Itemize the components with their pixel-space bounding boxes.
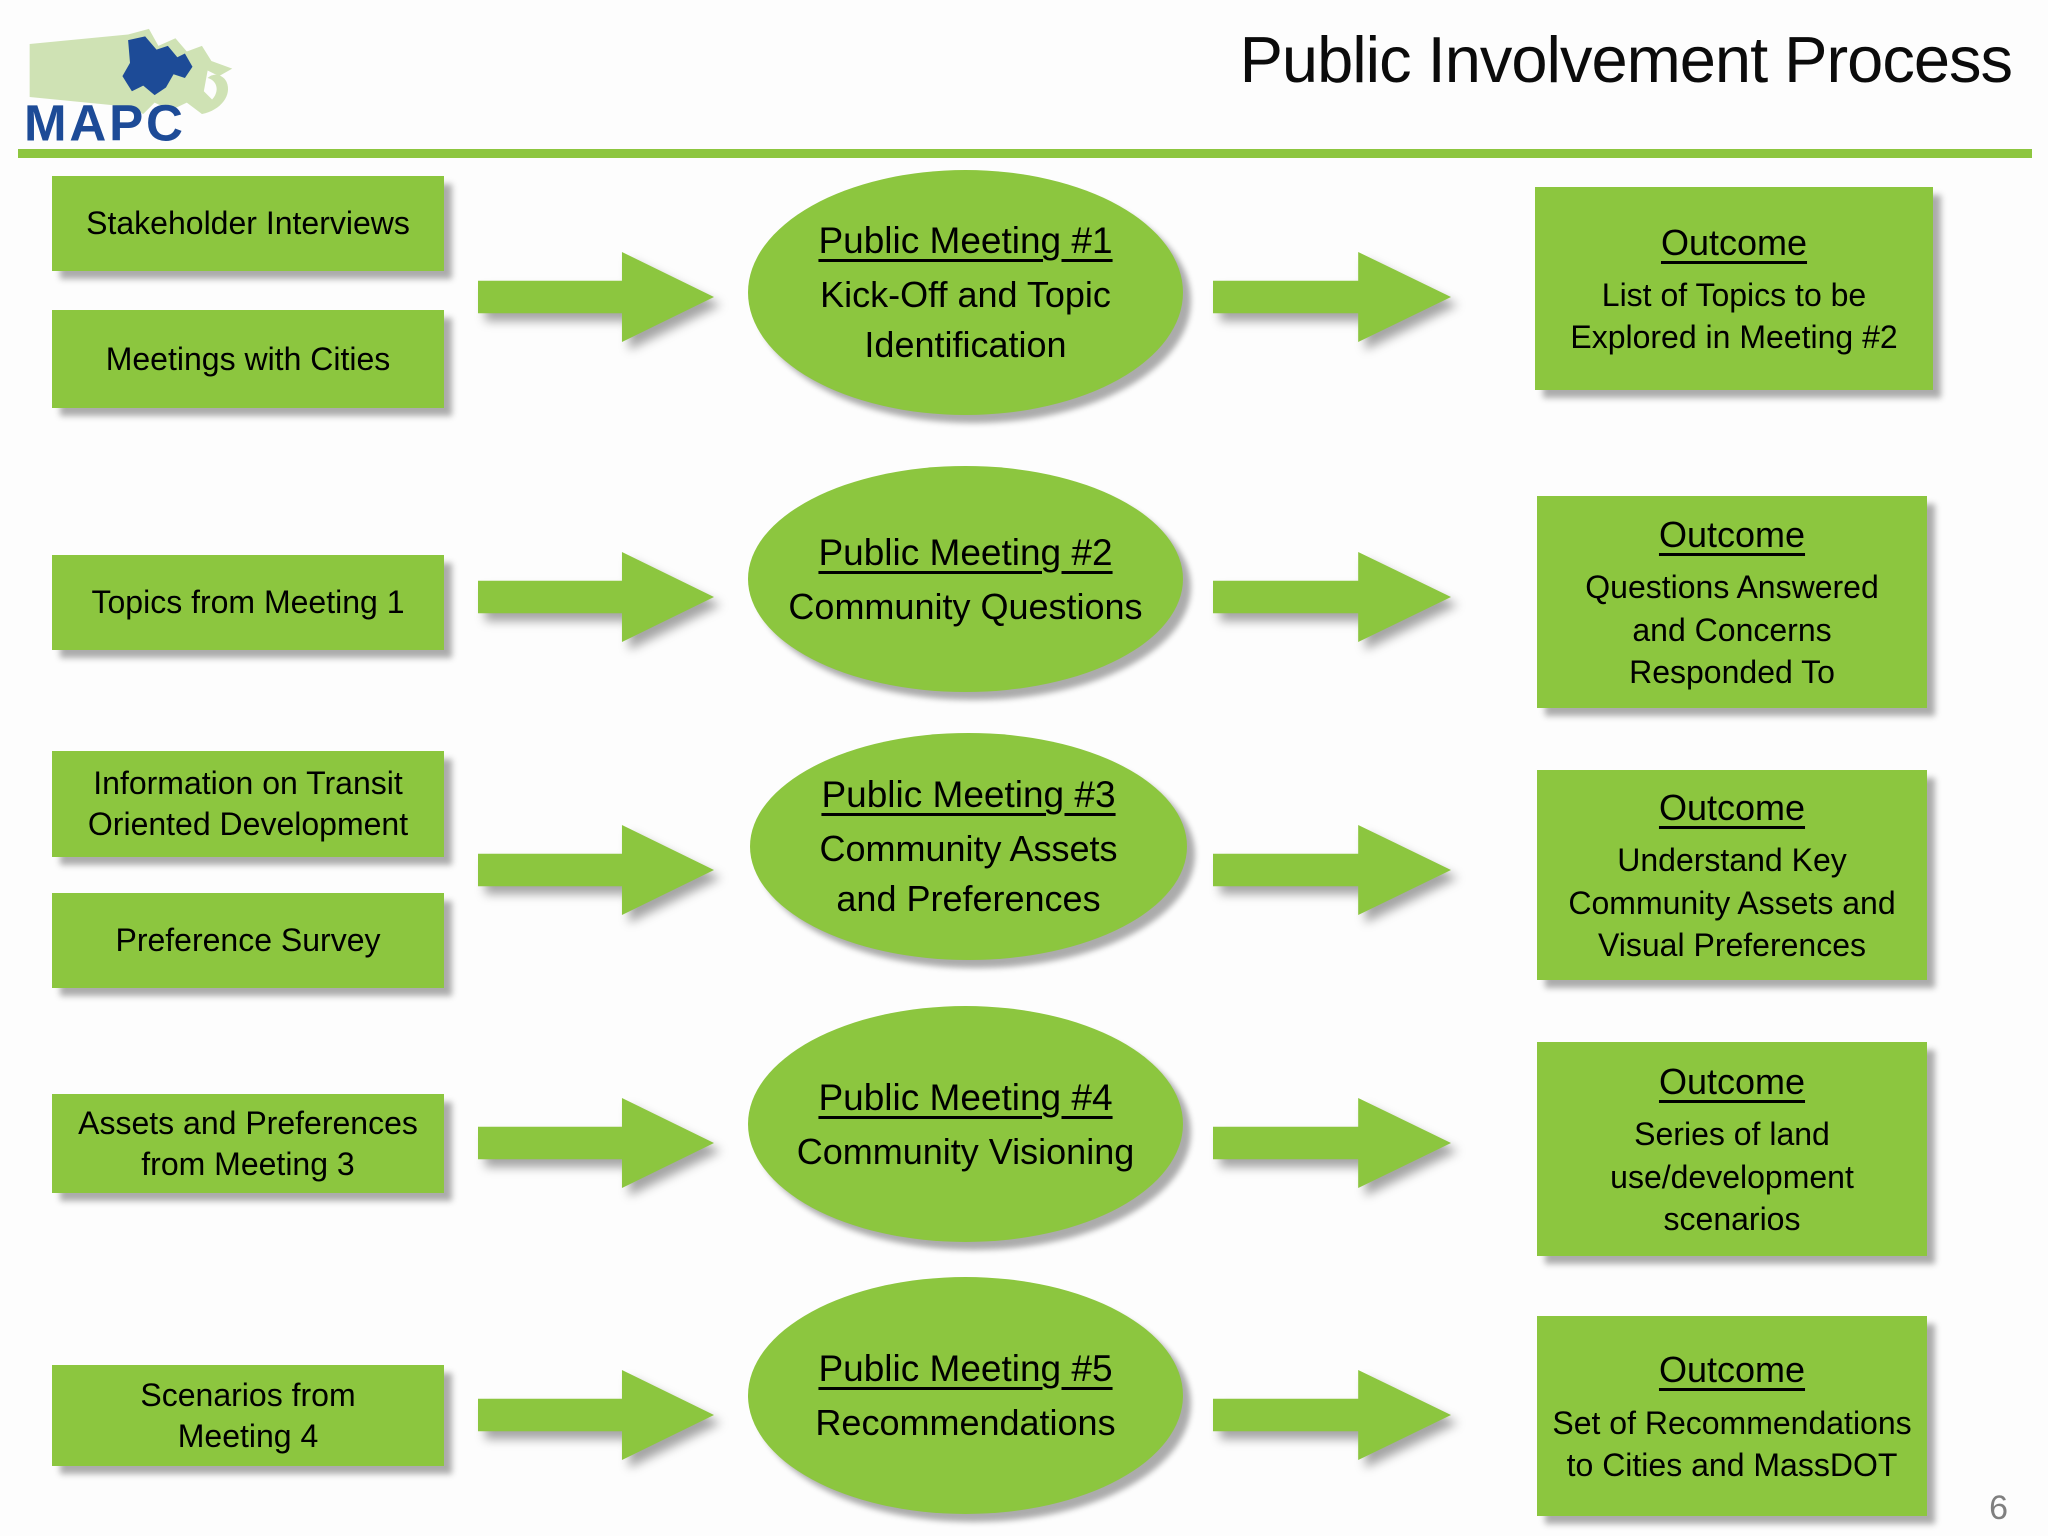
input-box: Meetings with Cities — [52, 310, 444, 408]
meeting-line: Recommendations — [815, 1402, 1116, 1444]
meeting-ellipse: Public Meeting #2 Community Questions — [748, 466, 1183, 692]
outcome-title: Outcome — [1658, 786, 1806, 828]
meeting-title: Public Meeting #4 — [818, 1076, 1113, 1118]
outcome-box: Outcome Set of Recommendations to Cities… — [1537, 1316, 1927, 1516]
meeting-line: Kick-Off and Topic — [820, 274, 1111, 316]
input-box: Topics from Meeting 1 — [52, 555, 444, 650]
outcome-line: Series of land — [1634, 1116, 1830, 1153]
flow-arrow-icon — [1213, 1098, 1451, 1188]
flow-arrow-icon — [1213, 552, 1451, 642]
input-box: Scenarios from Meeting 4 — [52, 1365, 444, 1466]
meeting-title: Public Meeting #2 — [818, 531, 1113, 573]
outcome-title: Outcome — [1658, 513, 1806, 555]
meeting-title: Public Meeting #5 — [818, 1348, 1113, 1390]
input-line: Oriented Development — [87, 806, 409, 842]
meeting-ellipse: Public Meeting #1 Kick-Off and Topic Ide… — [748, 170, 1183, 415]
outcome-line: and Concerns — [1632, 611, 1832, 648]
outcome-box: Outcome Questions Answered and Concerns … — [1537, 496, 1927, 708]
input-box: Preference Survey — [52, 893, 444, 988]
outcome-title: Outcome — [1658, 1349, 1806, 1390]
flow-arrow-icon — [1213, 1370, 1451, 1460]
input-line: Stakeholder Interviews — [86, 205, 410, 242]
outcome-box: Outcome Series of land use/development s… — [1537, 1042, 1927, 1256]
outcome-line: Questions Answered — [1585, 569, 1879, 606]
input-line: Scenarios from — [140, 1376, 356, 1413]
flow-arrow-icon — [478, 825, 714, 915]
meeting-title: Public Meeting #3 — [821, 774, 1116, 816]
page-title: Public Involvement Process — [1239, 23, 2013, 96]
flow-arrow-icon — [1213, 252, 1451, 342]
input-box: Stakeholder Interviews — [52, 176, 444, 271]
flow-arrow-icon — [478, 1098, 714, 1188]
outcome-line: Responded To — [1629, 653, 1835, 690]
meeting-line: and Preferences — [836, 878, 1101, 920]
outcome-line: to Cities and MassDOT — [1566, 1446, 1898, 1483]
outcome-line: Set of Recommendations — [1552, 1404, 1912, 1441]
meeting-line: Identification — [864, 324, 1067, 366]
meeting-ellipse: Public Meeting #3 Community Assets and P… — [750, 733, 1187, 960]
flow-arrow-icon — [478, 252, 714, 342]
page-number: 6 — [1989, 1489, 2008, 1527]
input-line: Meeting 4 — [177, 1417, 319, 1454]
meeting-ellipse: Public Meeting #4 Community Visioning — [748, 1006, 1183, 1242]
outcome-title: Outcome — [1658, 1060, 1806, 1102]
outcome-line: use/development — [1610, 1158, 1854, 1195]
outcome-title: Outcome — [1660, 221, 1808, 263]
meeting-line: Community Visioning — [796, 1130, 1135, 1172]
meeting-line: Community Assets — [819, 828, 1118, 870]
input-line: from Meeting 3 — [141, 1145, 355, 1182]
outcome-line: Visual Preferences — [1598, 926, 1866, 963]
outcome-line: scenarios — [1663, 1200, 1801, 1237]
input-box: Assets and Preferences from Meeting 3 — [52, 1094, 444, 1193]
input-line: Preference Survey — [115, 922, 381, 959]
outcome-line: Community Assets and — [1568, 884, 1896, 921]
input-line: Information on Transit — [93, 765, 403, 802]
flow-arrow-icon — [478, 1370, 714, 1460]
input-box: Information on Transit Oriented Developm… — [52, 751, 444, 857]
outcome-line: List of Topics to be — [1601, 277, 1867, 314]
input-line: Topics from Meeting 1 — [91, 584, 405, 621]
meeting-line: Community Questions — [788, 585, 1143, 627]
flow-arrow-icon — [478, 552, 714, 642]
header-divider — [18, 149, 2032, 158]
flow-arrow-icon — [1213, 825, 1451, 915]
outcome-line: Explored in Meeting #2 — [1570, 319, 1898, 356]
input-line: Assets and Preferences — [78, 1104, 418, 1141]
meeting-title: Public Meeting #1 — [818, 220, 1113, 262]
outcome-box: Outcome List of Topics to be Explored in… — [1535, 187, 1933, 390]
input-line: Meetings with Cities — [105, 340, 391, 377]
logo-wordmark: MAPC — [24, 95, 186, 150]
outcome-line: Understand Key — [1617, 842, 1847, 879]
massachusetts-map-icon: MAPC — [24, 28, 233, 150]
outcome-box: Outcome Understand Key Community Assets … — [1537, 770, 1927, 980]
meeting-ellipse: Public Meeting #5 Recommendations — [748, 1277, 1183, 1514]
